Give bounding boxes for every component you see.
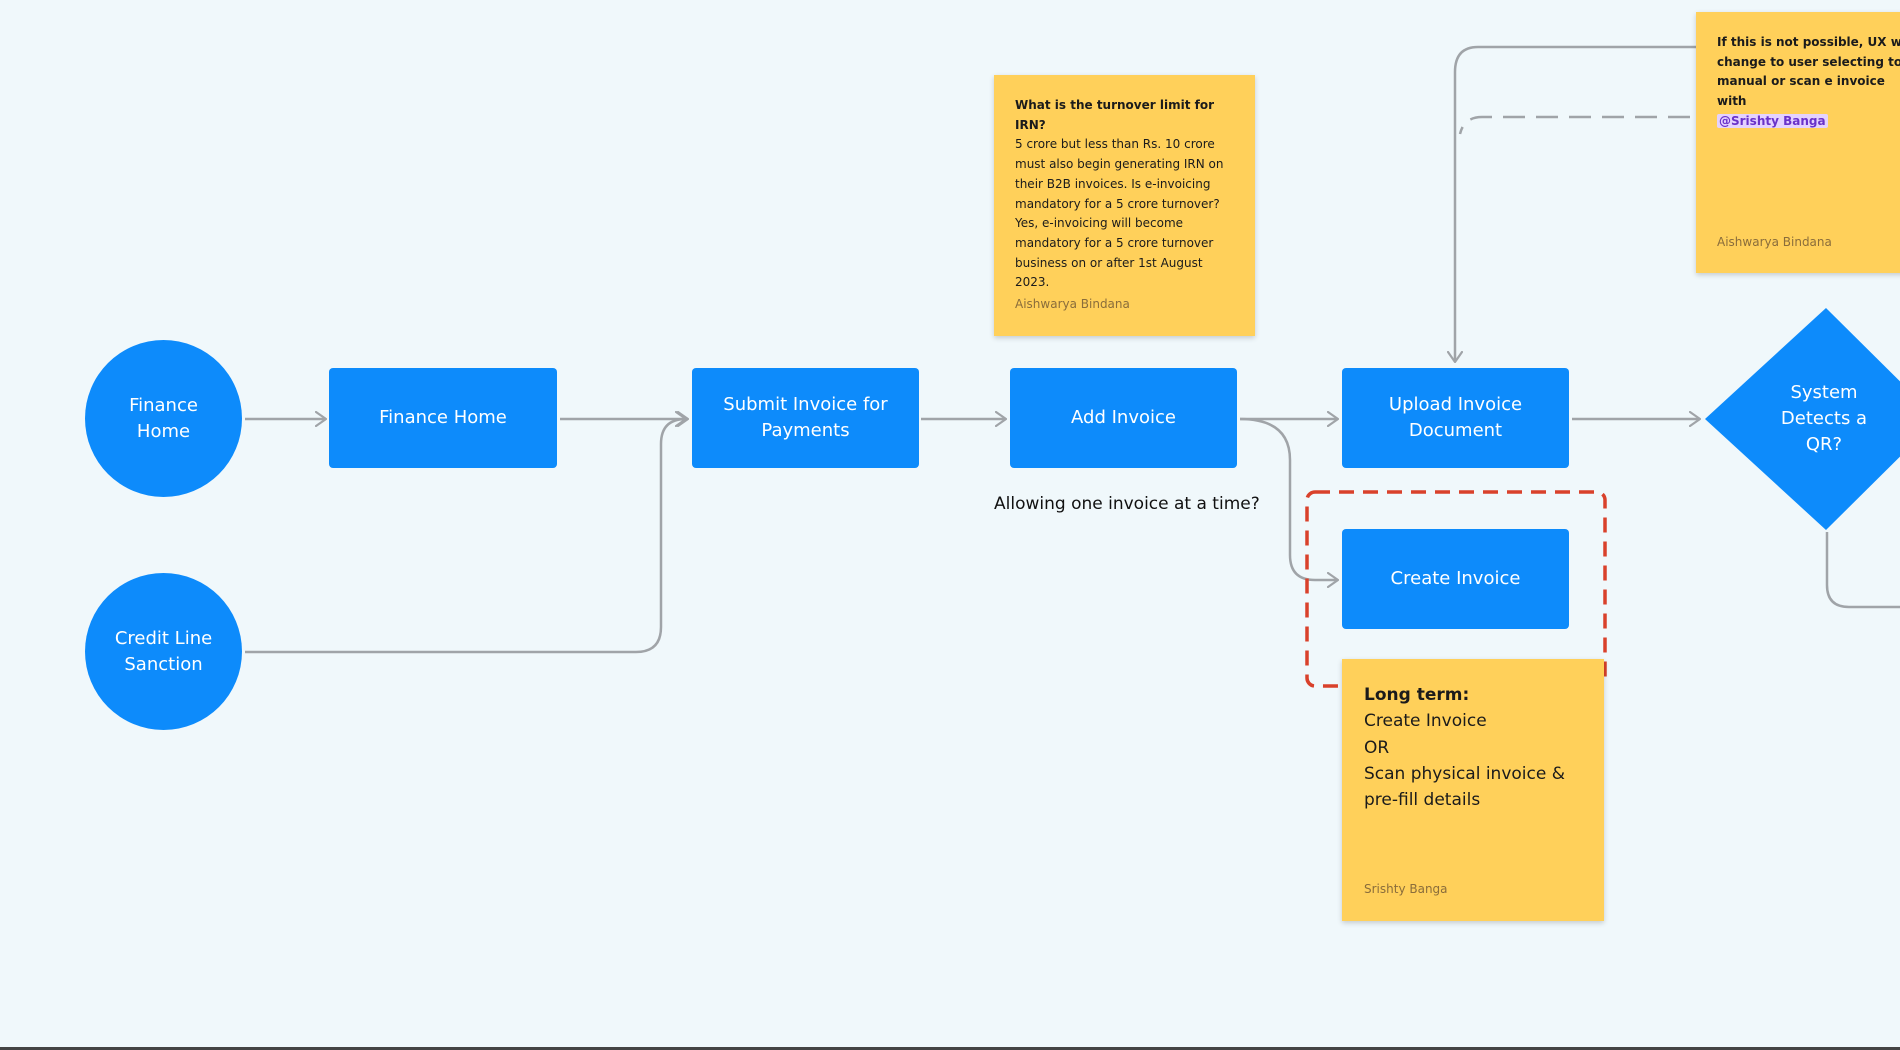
connector-note-to-upload — [1455, 45, 1696, 362]
node-create-invoice-label: Create Invoice — [1390, 568, 1521, 589]
sticky-note-ux-mention[interactable]: @Srishty Banga — [1717, 113, 1828, 128]
sticky-note-long-term-line: Create Invoice — [1364, 711, 1487, 732]
node-credit-line-sanction[interactable]: Credit Line Sanction — [85, 573, 242, 730]
sticky-note-long-term-body: Long term: Create Invoice OR Scan physic… — [1364, 682, 1589, 813]
node-upload-invoice[interactable]: Upload Invoice Document — [1342, 368, 1569, 468]
system-detects-qr-diamond-shape[interactable] — [1705, 308, 1900, 530]
sticky-note-irn-text: 5 crore but less than Rs. 10 crore must … — [1015, 137, 1224, 290]
bottom-edge-bar — [0, 1047, 1900, 1050]
connector-dashed-from-note — [1458, 115, 1690, 135]
sticky-note-ux-author: Aishwarya Bindana — [1717, 235, 1832, 249]
sticky-note-long-term-author: Srishty Banga — [1364, 882, 1448, 896]
sticky-note-long-term-line: Scan physical invoice & pre-fill details — [1364, 763, 1565, 811]
sticky-note-irn-author: Aishwarya Bindana — [1015, 297, 1130, 311]
node-system-detects-qr-label: System Detects a QR? — [1780, 382, 1868, 455]
node-finance-home-circle[interactable]: Finance Home — [85, 340, 242, 497]
connector-add-to-create — [1239, 417, 1338, 580]
node-submit-invoice[interactable]: Submit Invoice for Payments — [692, 368, 919, 468]
node-upload-invoice-label: Upload Invoice Document — [1388, 394, 1523, 441]
connector-credit-line-to-submit — [245, 419, 686, 654]
node-add-invoice[interactable]: Add Invoice — [1010, 368, 1237, 468]
node-add-invoice-label: Add Invoice — [1071, 407, 1176, 428]
sticky-note-long-term-line: OR — [1364, 737, 1390, 758]
sticky-note-ux-body: If this is not possible, UX will change … — [1717, 33, 1900, 132]
node-credit-line-sanction-label: Credit Line Sanction — [114, 627, 213, 675]
node-finance-home-label: Finance Home — [379, 407, 507, 428]
sticky-note-ux-heading: If this is not possible, UX will change … — [1717, 35, 1900, 109]
node-submit-invoice-label: Submit Invoice for Payments — [723, 394, 888, 441]
node-finance-home[interactable]: Finance Home — [329, 368, 557, 468]
node-create-invoice[interactable]: Create Invoice — [1342, 529, 1569, 629]
label-allowing-one-invoice[interactable]: Allowing one invoice at a time? — [994, 494, 1260, 514]
sticky-note-irn-heading: What is the turnover limit for IRN? — [1015, 98, 1215, 132]
sticky-note-irn[interactable]: What is the turnover limit for IRN? 5 cr… — [994, 75, 1255, 336]
sticky-note-ux[interactable]: If this is not possible, UX will change … — [1696, 12, 1900, 273]
node-finance-home-circle-label: Finance Home — [129, 394, 198, 442]
sticky-note-irn-body: What is the turnover limit for IRN? 5 cr… — [1015, 96, 1240, 293]
connector-qr-down-right — [1825, 532, 1900, 609]
sticky-note-long-term-heading: Long term: — [1364, 685, 1470, 705]
sticky-note-long-term[interactable]: Long term: Create Invoice OR Scan physic… — [1342, 659, 1604, 921]
node-system-detects-qr[interactable]: System Detects a QR? — [1762, 370, 1886, 468]
